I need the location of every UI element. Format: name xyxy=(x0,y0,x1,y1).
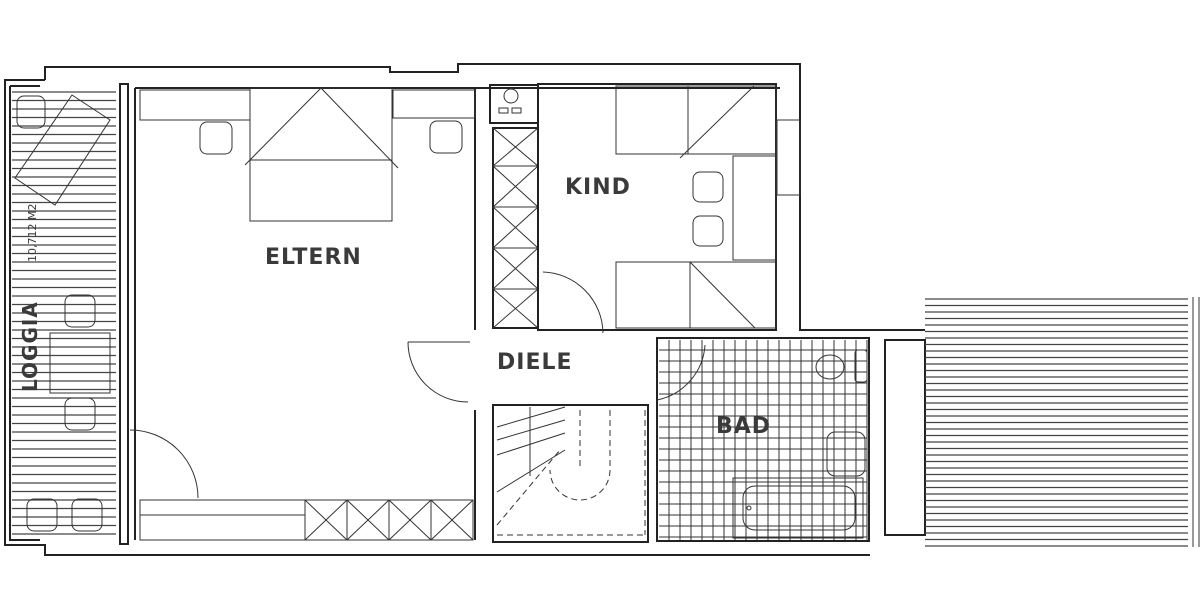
room-label-bad: BAD xyxy=(716,414,772,439)
terrace xyxy=(870,297,1200,547)
diele-hall xyxy=(407,341,649,543)
loggia-deck xyxy=(12,91,116,535)
eltern-room xyxy=(129,87,476,541)
loggia-furniture xyxy=(14,94,111,532)
room-label-eltern: ELTERN xyxy=(265,245,362,270)
room-label-diele: DIELE xyxy=(497,350,573,375)
loggia-area-label: 10,712 M2 xyxy=(26,203,39,262)
room-label-loggia: LOGGIA xyxy=(18,301,42,392)
kind-room xyxy=(489,83,801,334)
room-label-kind: KIND xyxy=(565,175,631,200)
bad-room xyxy=(656,337,870,542)
outer-walls xyxy=(4,63,870,556)
